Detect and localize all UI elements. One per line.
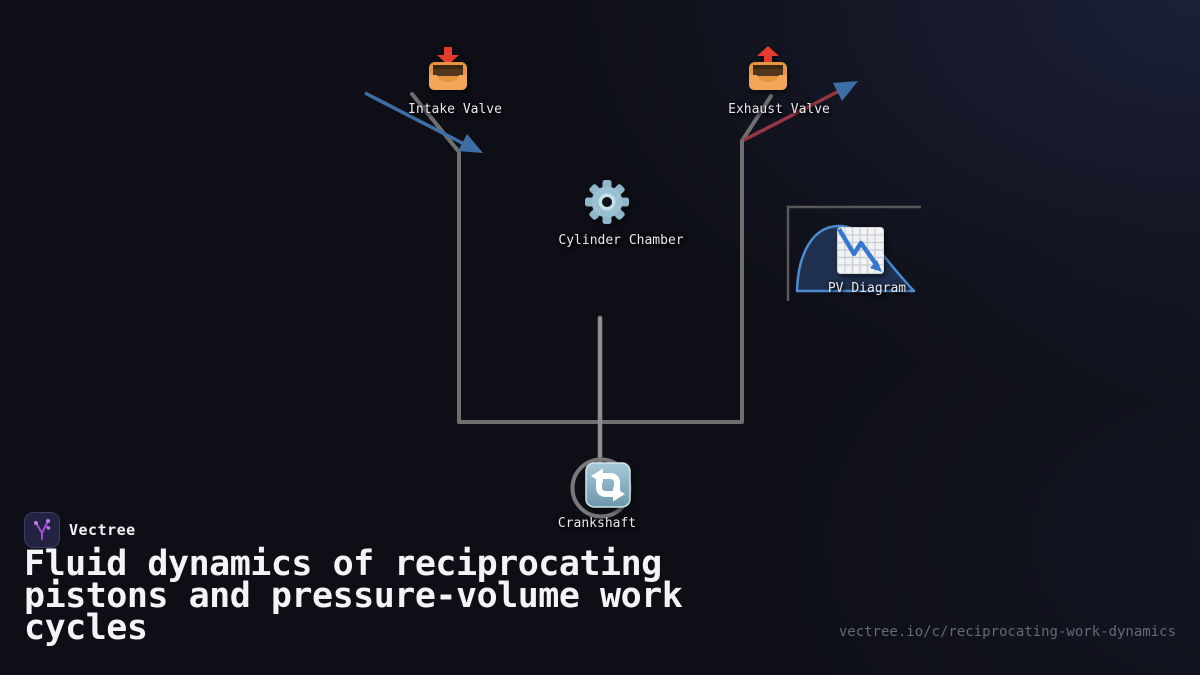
page-title: Fluid dynamics of reciprocating pistons … (24, 544, 683, 648)
chart-decreasing-icon (837, 227, 884, 274)
crankshaft-label: Crankshaft (557, 516, 637, 531)
pv-diagram-label: PV Diagram (827, 281, 907, 296)
page-url: vectree.io/c/reciprocating-work-dynamics (838, 624, 1176, 640)
cylinder-chamber-label: Cylinder Chamber (558, 233, 684, 248)
exhaust-flow-arrow (743, 81, 858, 142)
vectree-logo-icon (24, 512, 60, 548)
intake-flow-arrow (364, 91, 483, 153)
exhaust-valve-label: Exhaust Valve (728, 102, 830, 117)
down-arrow-glyph (437, 47, 459, 65)
inbox-tray-icon (424, 46, 472, 94)
outbox-tray-icon (744, 46, 792, 94)
intake-valve-label: Intake Valve (408, 102, 502, 117)
counterclockwise-arrows-icon (585, 462, 631, 508)
brand-name: Vectree (69, 521, 136, 539)
brand-row: Vectree (24, 512, 136, 548)
up-arrow-glyph (757, 46, 779, 64)
gear-icon (584, 179, 630, 225)
pv-frame-corner (786, 205, 921, 301)
